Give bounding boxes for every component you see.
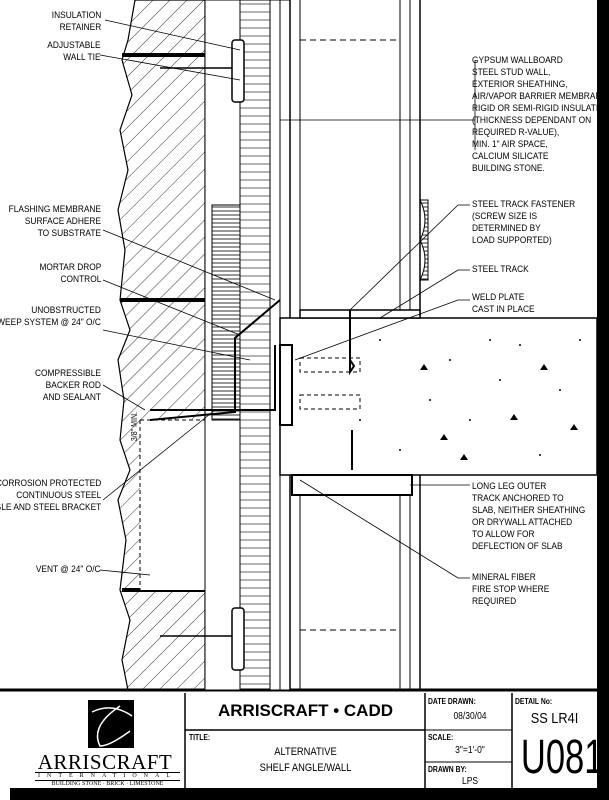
- detail-code: SS LR4I: [530, 710, 579, 727]
- concrete-slab: [279, 309, 598, 496]
- label-steel-angle: CORROSION PROTECTED CONTINUOUS STEEL ANG…: [0, 478, 101, 513]
- label-mortar-drop-control: MORTAR DROP CONTROL: [39, 262, 101, 285]
- date-value: 08/30/04: [453, 711, 487, 722]
- stone-wall: [117, 0, 206, 691]
- date-caption: DATE DRAWN:: [428, 697, 476, 706]
- logo-tagline: BUILDING STONE · BRICK · LIMESTONE: [35, 780, 180, 787]
- title-line2: SHELF ANGLE/WALL: [259, 762, 352, 774]
- title-line1: ALTERNATIVE: [274, 746, 337, 758]
- scale-value: 3"=1'-0": [455, 745, 485, 756]
- logo-sub: INTERNATIONAL: [35, 772, 180, 779]
- label-steel-track: STEEL TRACK: [472, 264, 529, 275]
- dimension-label: 3/8" MIN.: [130, 412, 139, 442]
- label-flashing-membrane: FLASHING MEMBRANE SURFACE ADHERE TO SUBS…: [8, 204, 101, 239]
- scale-caption: SCALE:: [428, 733, 454, 742]
- title-caption: TITLE:: [189, 733, 211, 742]
- detail-number: U081: [520, 731, 604, 784]
- label-wall-assembly: GYPSUM WALLBOARD STEEL STUD WALL, EXTERI…: [472, 55, 609, 174]
- label-adjustable-wall-tie: ADJUSTABLE WALL TIE: [47, 40, 101, 63]
- label-weld-plate: WELD PLATE CAST IN PLACE: [472, 292, 535, 315]
- label-vent: VENT @ 24" O/C: [36, 564, 101, 575]
- logo-name: ARRISCRAFT: [37, 750, 173, 774]
- label-mineral-fiber: MINERAL FIBER FIRE STOP WHERE REQUIRED: [472, 572, 550, 607]
- label-long-leg-track: LONG LEG OUTER TRACK ANCHORED TO SLAB, N…: [472, 481, 586, 552]
- drawn-caption: DRAWN BY:: [428, 765, 467, 774]
- label-backer-rod: COMPRESSIBLE BACKER ROD AND SEALANT: [35, 368, 101, 403]
- label-insulation-retainer: INSULATION RETAINER: [51, 10, 101, 33]
- drawn-value: LPS: [461, 776, 479, 787]
- detail-caption: DETAIL No:: [515, 697, 553, 706]
- label-steel-track-fastener: STEEL TRACK FASTENER (SCREW SIZE IS DETE…: [472, 199, 576, 246]
- label-weep-system: UNOBSTRUCTED WEEP SYSTEM @ 24" O/C: [0, 305, 101, 328]
- logo-mark: [88, 700, 134, 748]
- company-name: ARRISCRAFT • CADD: [218, 701, 393, 720]
